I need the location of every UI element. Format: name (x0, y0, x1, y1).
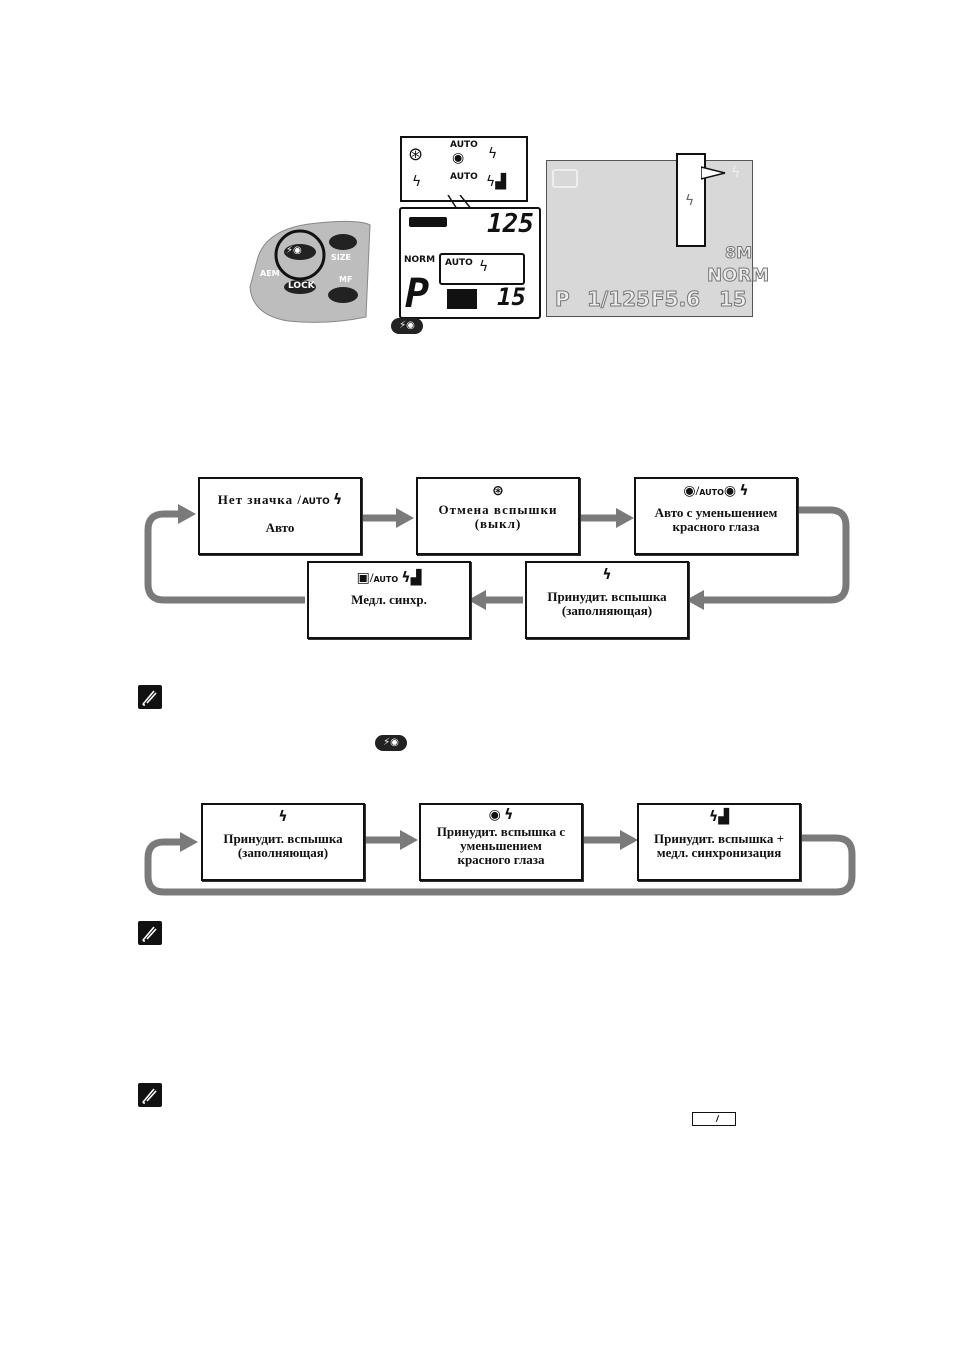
flash-off-icon: ⊛ (492, 483, 504, 499)
flash-icon: ϟ (685, 193, 695, 209)
fill-box-line1: Принудит. вспышка (223, 831, 343, 846)
control-pad (249, 220, 371, 323)
off-box-line2: (выкл) (474, 516, 522, 531)
off-box-line1: Отмена вспышки (438, 502, 558, 517)
flow2-slow-box: ϟ▟ Принудит. вспышка + медл. синхронизац… (637, 803, 801, 881)
note-icon (138, 921, 162, 945)
auto-label: AUTO (450, 172, 478, 182)
camera-illustration: ⚡◉ LOCK SIZE MF AEM ⊛ AUTO ◉ ϟ ϟ AUTO ϟ▟… (248, 135, 770, 340)
red-eye-icon: ◉ (488, 807, 501, 823)
fill-box-line1: Принудит. вспышка (547, 589, 667, 604)
battery-icon (409, 217, 447, 227)
quality-label: NORM (404, 255, 436, 265)
cycle-arrows (144, 830, 856, 896)
flash-icon: ϟ (479, 259, 489, 275)
flash-button-icon: ⚡◉ (391, 318, 423, 334)
slow-sync-icon: ϟ▟ (401, 570, 422, 586)
auto-label: AUTO (373, 575, 399, 584)
flow1-off-box: ⊛ Отмена вспышки (выкл) (416, 477, 580, 555)
flash-icon: ϟ (488, 146, 498, 162)
flash-icon: ϟ (739, 483, 749, 499)
flash-mode-highlight: AUTO ϟ (439, 253, 525, 285)
exposure-mode: P (555, 287, 571, 312)
fill-box-line2: (заполняющая) (237, 845, 329, 860)
shutter-speed: 125 (487, 209, 534, 239)
flow1-fill-box: ϟ Принудит. вспышка (заполняющая) (525, 561, 689, 639)
redeye-box-line3: красного глаза (457, 852, 545, 867)
fill-box-line2: (заполняющая) (561, 603, 653, 618)
redeye-box-line2: уменьшением (460, 838, 542, 853)
flow1-redeye-box: ◉/AUTO◉ ϟ Авто с уменьшением красного гл… (634, 477, 798, 555)
flow2-redeye-box: ◉ ϟ Принудит. вспышка с уменьшением крас… (419, 803, 583, 881)
note-icon (138, 685, 162, 709)
flash-button-label: ⚡◉ (286, 245, 302, 256)
metering-icon (447, 289, 477, 309)
image-size: 8M (724, 243, 753, 263)
flash-off-icon: ⊛ (408, 144, 424, 165)
frames-remaining: 15 (719, 287, 748, 312)
cycle-arrows (144, 504, 850, 610)
aem-label: AEM (260, 269, 280, 278)
red-eye-icon: ◉ (723, 483, 737, 499)
flash-mode-options-panel: ⊛ AUTO ◉ ϟ ϟ AUTO ϟ▟ (400, 136, 528, 202)
flow1-slow-box: ▣/AUTO ϟ▟ Медл. синхр. (307, 561, 471, 639)
shutter-speed: 1/125 (587, 287, 651, 312)
slow-sync-icon: ϟ▟ (708, 809, 729, 825)
exposure-mode: P (405, 271, 430, 317)
mf-label: MF (339, 275, 353, 284)
flash-icon: ϟ (602, 567, 612, 583)
redeye-box-line2: красного глаза (672, 519, 760, 534)
redeye-box-line1: Авто с уменьшением (654, 505, 778, 520)
flash-mode-cycle-diagram: Нет значка /AUTO ϟ Авто ⊛ Отмена вспышки… (140, 470, 860, 640)
control-panel-lcd: 125 NORM AUTO ϟ P 15 (399, 207, 541, 319)
flash-icon: ϟ (333, 492, 343, 508)
camera-icon (552, 169, 578, 188)
auto-label: AUTO (450, 140, 478, 150)
slow-box-line1: Медл. синхр. (351, 592, 427, 607)
note-icon (138, 1083, 162, 1107)
redeye-box-line1: Принудит. вспышка с (436, 824, 566, 839)
flow1-auto-box: Нет значка /AUTO ϟ Авто (198, 477, 362, 555)
slow-sync-icon: ϟ▟ (486, 174, 507, 190)
flash-icon: ϟ (278, 809, 288, 825)
flash-icon: ϟ (504, 807, 514, 823)
battery-indicator-icon (692, 1112, 736, 1126)
image-quality: NORM (706, 265, 770, 287)
slow-box-line2: медл. синхронизация (656, 845, 782, 860)
aperture: F5.6 (650, 287, 701, 312)
flash-icon: ϟ (731, 165, 741, 181)
size-label: SIZE (331, 253, 352, 262)
lock-label: LOCK (288, 281, 315, 291)
auto-label: AUTO (301, 497, 330, 507)
night-portrait-icon: ▣ (356, 570, 370, 586)
frames-remaining: 15 (497, 283, 526, 311)
auto-box-subtitle: Авто (265, 520, 295, 535)
flow2-fill-box: ϟ Принудит. вспышка (заполняющая) (201, 803, 365, 881)
auto-label: AUTO (445, 258, 473, 268)
lcd-monitor: ϟ ϟ 8M NORM P 1/125 F5.6 15 (546, 153, 770, 317)
flash-icon: ϟ (412, 174, 422, 190)
slow-box-line1: Принудит. вспышка + (654, 831, 784, 846)
auto-label: AUTO (699, 488, 724, 497)
auto-box-title: Нет значка / (217, 492, 302, 507)
forced-flash-cycle-diagram: ϟ Принудит. вспышка (заполняющая) ◉ ϟ Пр… (140, 798, 860, 898)
popup-pointer (701, 166, 726, 180)
red-eye-icon: ◉ (452, 150, 465, 166)
flash-button-icon: ⚡◉ (375, 735, 407, 751)
red-eye-icon: ◉ (683, 483, 696, 499)
